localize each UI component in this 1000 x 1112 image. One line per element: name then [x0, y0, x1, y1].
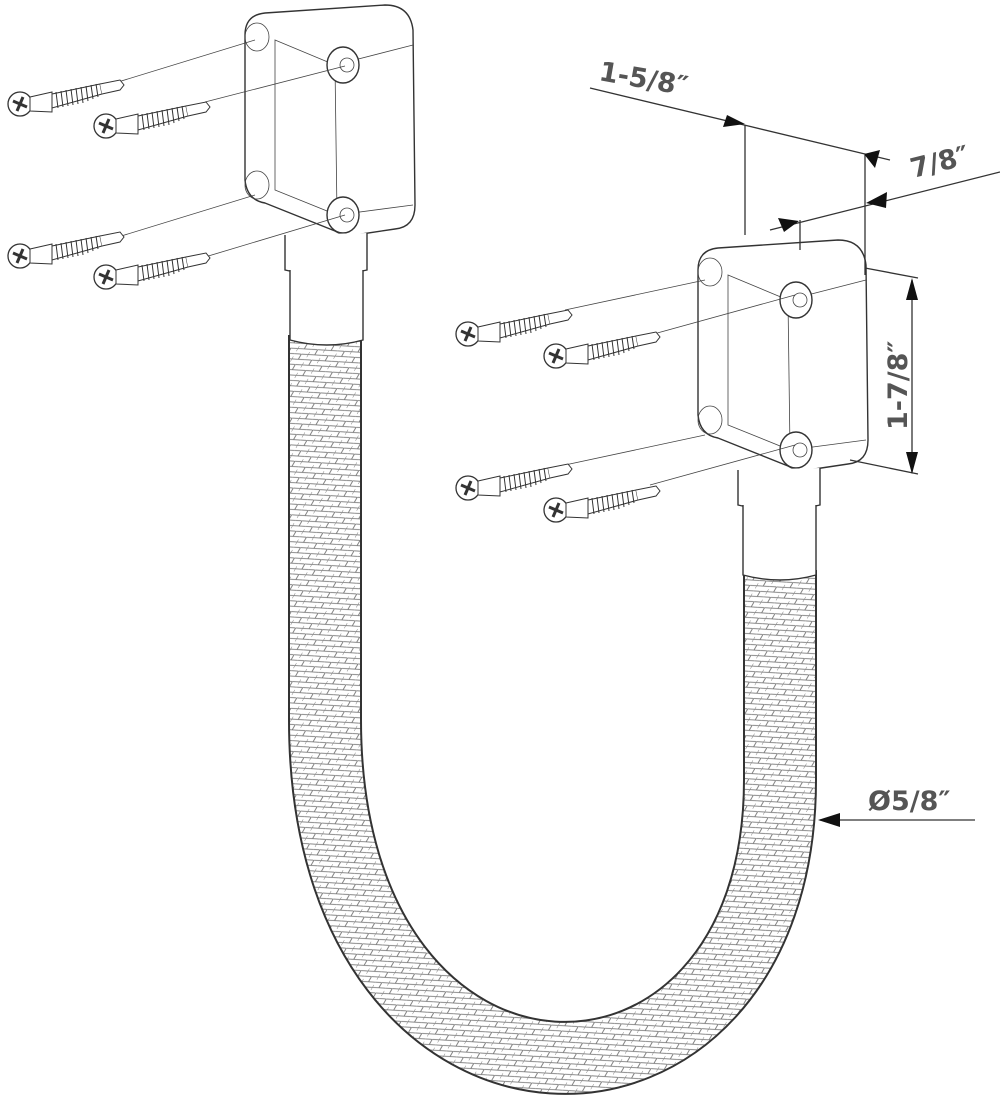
dimension-depth: 7/8″	[769, 140, 1000, 250]
screw-icon	[542, 330, 662, 370]
screw-icon	[6, 230, 126, 270]
dimension-height: 1-7/8″	[849, 267, 919, 475]
diameter-label: Ø5/8″	[868, 786, 950, 817]
screw-guide-lines	[117, 39, 796, 486]
screw-icon	[92, 100, 212, 140]
depth-label: 7/8″	[907, 140, 972, 184]
screw-icon	[542, 484, 662, 524]
left-mounting-block	[244, 4, 416, 346]
screw-icon	[454, 462, 574, 502]
screw-icon	[454, 308, 574, 348]
screw-icon	[6, 78, 126, 118]
screw-icon	[92, 251, 212, 291]
armored-hose	[290, 335, 815, 1093]
right-mounting-block	[697, 239, 869, 581]
width-label: 1-5/8″	[597, 56, 691, 102]
dimension-diameter: Ø5/8″	[818, 786, 975, 827]
height-label: 1-7/8″	[883, 341, 914, 431]
